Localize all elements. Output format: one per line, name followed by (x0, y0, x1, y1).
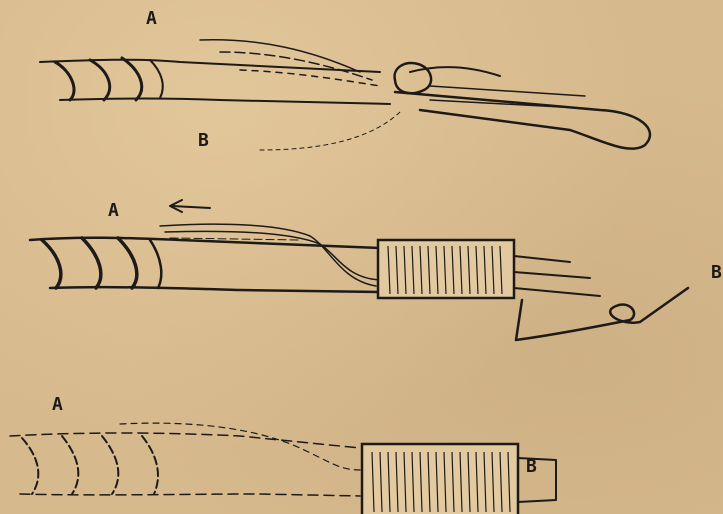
rope-middle-end-2 (514, 272, 590, 278)
strand-middle-b-loop (516, 288, 688, 340)
loop-top-strand (410, 67, 500, 76)
rope-bottom-twist-1 (22, 438, 38, 494)
loop-top-knot (395, 63, 432, 93)
label-top-a: A (146, 10, 157, 28)
rope-top-twist-1 (55, 62, 74, 100)
rope-bottom-end (518, 458, 556, 502)
rope-top-twist-4 (150, 60, 163, 98)
rope-middle-twist-4 (150, 240, 161, 288)
rope-bottom-twist-3 (102, 436, 118, 494)
whipping-bottom (362, 444, 518, 514)
rope-top-lower-edge (60, 99, 390, 105)
rope-middle-end-1 (514, 256, 570, 262)
label-middle-a: A (108, 202, 119, 220)
rope-bottom-lower-edge (20, 494, 360, 496)
rope-top-twist-3 (122, 58, 142, 100)
panel-bottom-drawing (10, 423, 556, 514)
label-bottom-b: B (526, 458, 537, 476)
rope-bottom-twist-4 (142, 436, 158, 494)
strand-top-b-lower (260, 112, 400, 150)
rope-top-twist-2 (90, 60, 110, 100)
rope-top-inner-line-1 (430, 86, 585, 96)
rope-middle-twist-3 (118, 238, 137, 288)
rope-middle-twist-1 (42, 240, 61, 288)
panel-middle-drawing (30, 200, 688, 340)
rope-middle-twist-2 (82, 238, 101, 288)
label-top-b: B (198, 132, 209, 150)
rope-middle-end-3 (514, 288, 600, 296)
arrow-shaft (172, 206, 210, 208)
label-bottom-a: A (52, 396, 63, 414)
rope-bottom-twist-2 (62, 436, 78, 494)
rope-middle-lower-edge (50, 287, 380, 292)
panel-top-drawing (40, 40, 650, 150)
label-middle-b: B (711, 264, 722, 282)
strand-top-c (240, 70, 380, 86)
